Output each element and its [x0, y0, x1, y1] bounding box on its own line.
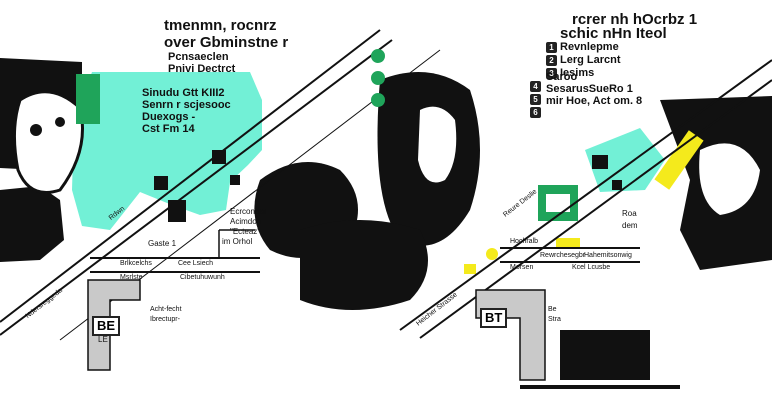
- right-route-badge: BT: [480, 308, 508, 328]
- green-marker-3: [371, 93, 385, 107]
- left-legend-1: Pcnsaeclen: [168, 51, 229, 63]
- left-grey-road: [87, 279, 141, 371]
- left-black-mass-bottom: [0, 186, 64, 262]
- left-heading-line-1: tmenmn, rocnrz: [164, 17, 277, 34]
- right-legend-num-6: 6: [530, 107, 541, 118]
- right-legend-num-1: 1: [546, 42, 557, 53]
- left-list-3: Duexogs -: [142, 111, 196, 123]
- right-yellow-2: [556, 238, 580, 248]
- left-road-1: Gaste 1: [148, 239, 177, 248]
- right-road-2: Morsen: [510, 264, 534, 271]
- left-building-1: [168, 200, 186, 222]
- left-list-1: Sinudu Gtt KIII2: [142, 87, 225, 99]
- right-yellow-3: [486, 248, 498, 260]
- green-marker-2: [371, 71, 385, 85]
- left-map: [0, 29, 441, 371]
- right-route-badge-sub: Be: [548, 306, 557, 313]
- middle-region: [300, 49, 480, 310]
- right-map: [399, 59, 772, 389]
- right-grey-road: [475, 289, 546, 381]
- left-diagonal-road-1: [0, 29, 381, 323]
- right-legend-num-2: 2: [546, 55, 557, 66]
- left-road-3: Cee Lsiech: [178, 260, 214, 267]
- left-green-block: [76, 74, 100, 124]
- right-legend-2: Lerg Larcnt: [560, 54, 621, 66]
- right-diagonal-road-1: [399, 59, 772, 331]
- right-legend-3: Iesims: [560, 67, 595, 79]
- left-building-2: [212, 150, 226, 164]
- left-list-2: Senrn r scjesooc: [142, 99, 231, 111]
- left-road-6: Acht-fecht: [150, 306, 182, 313]
- right-legend-1: Revnlepme: [560, 41, 619, 53]
- left-place-4: im Orhol: [222, 237, 253, 246]
- right-legend-num-5: 5: [530, 94, 541, 105]
- left-building-3: [230, 175, 240, 185]
- right-place-2: dem: [622, 221, 638, 230]
- left-heading-line-2: over Gbminstne r: [164, 34, 289, 51]
- right-route-badge-sub2: Stra: [548, 316, 561, 323]
- left-diagonal-road-2: [0, 39, 393, 336]
- right-yellow-4: [464, 264, 476, 274]
- right-district-area: [585, 128, 665, 192]
- left-route-badge: BE: [92, 316, 121, 336]
- left-road-4: Msrlste: [120, 274, 143, 281]
- right-legend-4: Saroo: [546, 71, 578, 83]
- right-heading-line-1: rcrer nh hOcrbz 1: [572, 11, 698, 28]
- right-legend-6: mir Hoe, Act om. 8: [546, 95, 643, 107]
- right-place-1: Roa: [622, 209, 637, 218]
- left-building-4: [154, 176, 168, 190]
- right-road-3: Kcel Lcusbe: [572, 264, 611, 271]
- right-legend-num-3: 3: [546, 68, 557, 79]
- right-heading-line-2: schic nHn Iteol: [560, 25, 667, 42]
- left-place-2: Acimdon: [230, 217, 262, 226]
- right-place-3: Hahemitsonwig: [584, 252, 632, 259]
- left-place-3: "Ecteaz": [230, 227, 261, 236]
- right-legend-num-4: 4: [530, 81, 541, 92]
- right-road-1: Hochralb: [510, 238, 539, 245]
- left-road-7: Ibrectupr-: [150, 316, 180, 323]
- left-district-area: [72, 72, 262, 230]
- left-white-blob: [12, 90, 84, 194]
- left-road-2: Brlkcelchs: [120, 260, 152, 267]
- right-road-4: Rewrchesegbr: [540, 252, 586, 259]
- left-route-badge-sub: LE: [98, 335, 108, 344]
- green-marker-1: [371, 49, 385, 63]
- left-place-1: Ecrcondat: [230, 207, 267, 216]
- left-legend-2: Pnivi Dectrct: [168, 63, 236, 75]
- right-yellow-1: [654, 130, 704, 190]
- left-list-4: Cst Fm 14: [142, 123, 195, 135]
- left-road-5: Cibetuhuwunh: [180, 274, 225, 281]
- right-legend-5: SesarusSueRo 1: [546, 83, 633, 95]
